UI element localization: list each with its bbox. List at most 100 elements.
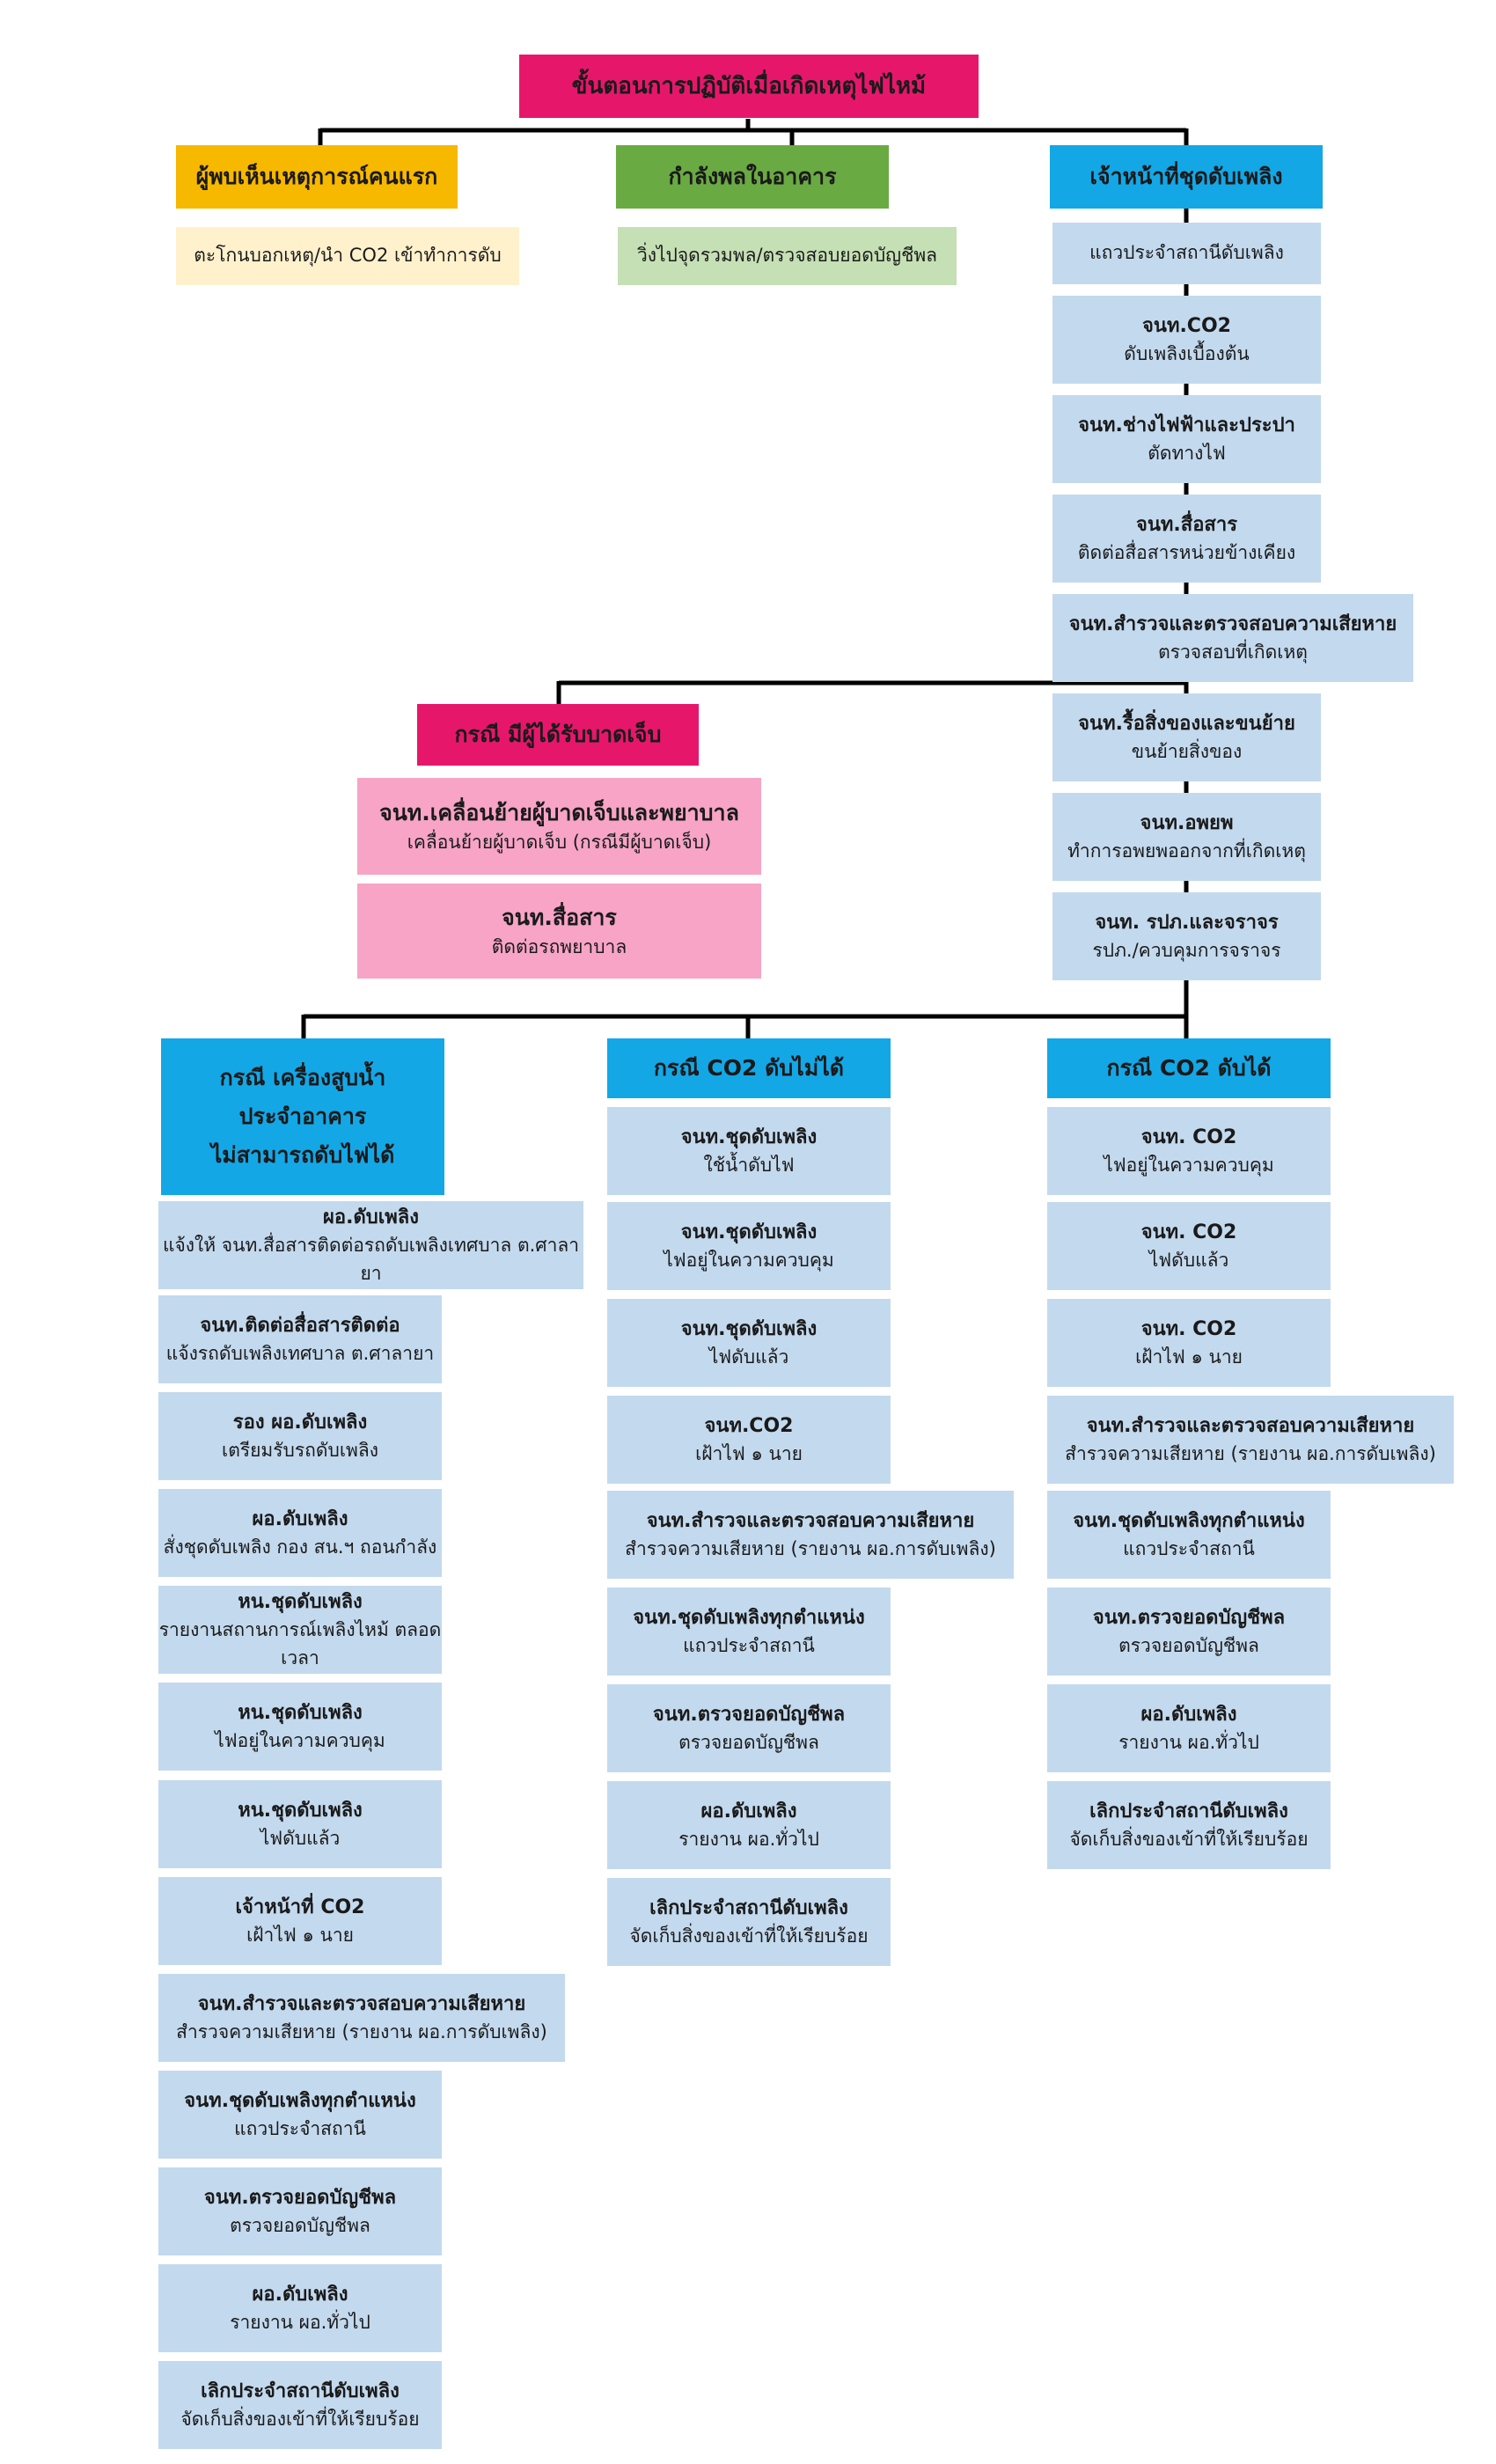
co2ok-step-desc: เฝ้าไฟ ๑ นาย: [1135, 1346, 1243, 1368]
pump-step-title: หน.ชุดดับเพลิง: [238, 1591, 363, 1613]
co2-fail-header: กรณี CO2 ดับไม่ได้: [607, 1038, 891, 1098]
pump-case-title-line-2: ประจำอาคาร: [238, 1104, 367, 1130]
injured-case-title: กรณี มีผู้ได้รับบาดเจ็บ: [454, 722, 662, 748]
co2fail-step-desc: ไฟดับแล้ว: [708, 1346, 789, 1368]
injured-case-header: กรณี มีผู้ได้รับบาดเจ็บ: [417, 704, 699, 766]
pump-step-title: จนท.ติดต่อสื่อสารติดต่อ: [200, 1314, 400, 1337]
pump-step-desc: แจ้งให้ จนท.สื่อสารติดต่อรถดับเพลิงเทศบา…: [162, 1235, 580, 1284]
pump-case-title-line-1: กรณี เครื่องสูบน้ำ: [219, 1065, 386, 1091]
building-force-title: กำลังพลในอาคาร: [668, 164, 837, 190]
fire-step-2: จนท.ช่างไฟฟ้าและประปาตัดทางไฟ: [1052, 395, 1321, 483]
fire-step-desc: ติดต่อสื่อสารหน่วยข้างเคียง: [1077, 541, 1296, 563]
first-finder-title: ผู้พบเห็นเหตุการณ์คนแรก: [195, 164, 438, 190]
co2ok-step-title: จนท.ชุดดับเพลิงทุกตำแหน่ง: [1073, 1509, 1305, 1532]
pump-step-title: จนท.สำรวจและตรวจสอบความเสียหาย: [197, 1992, 526, 2015]
injured-step-desc: เคลื่อนย้ายผู้บาดเจ็บ (กรณีมีผู้บาดเจ็บ): [407, 832, 712, 853]
injured-step-desc: ติดต่อรถพยาบาล: [491, 936, 627, 957]
co2fail-step-desc: ตรวจยอดบัญชีพล: [678, 1731, 819, 1753]
pump-step-7: หน.ชุดดับเพลิงไฟดับแล้ว: [158, 1780, 442, 1868]
fire-step-title: จนท.CO2: [1142, 314, 1231, 337]
pump-step-title: เจ้าหน้าที่ CO2: [235, 1896, 365, 1918]
pump-step-desc: ไฟอยู่ในความควบคุม: [215, 1729, 385, 1751]
injured-step-1: จนท.เคลื่อนย้ายผู้บาดเจ็บและพยาบาลเคลื่อ…: [357, 778, 761, 875]
fire-step-desc: ขนย้ายสิ่งของ: [1131, 740, 1243, 762]
co2fail-step-title: จนท.ตรวจยอดบัญชีพล: [652, 1703, 846, 1726]
pump-step-desc: แจ้งรถดับเพลิงเทศบาล ต.ศาลายา: [165, 1342, 435, 1364]
co2fail-step-9: เลิกประจำสถานีดับเพลิงจัดเก็บสิ่งของเข้า…: [607, 1878, 891, 1966]
co2fail-step-8: ผอ.ดับเพลิงรายงาน ผอ.ทั่วไป: [607, 1781, 891, 1869]
pump-step-12: ผอ.ดับเพลิงรายงาน ผอ.ทั่วไป: [158, 2264, 442, 2352]
pump-step-title: รอง ผอ.ดับเพลิง: [232, 1411, 368, 1434]
pump-step-title: หน.ชุดดับเพลิง: [238, 1799, 363, 1822]
pump-step-10: จนท.ชุดดับเพลิงทุกตำแหน่งแถวประจำสถานี: [158, 2071, 442, 2159]
fire-team-title: เจ้าหน้าที่ชุดดับเพลิง: [1089, 164, 1283, 190]
co2ok-step-desc: ไฟอยู่ในความควบคุม: [1104, 1154, 1274, 1176]
fire-step-title: จนท.ช่างไฟฟ้าและประปา: [1078, 414, 1295, 436]
building-force-header: กำลังพลในอาคาร: [616, 145, 889, 209]
building-force-action-text: วิ่งไปจุดรวมพล/ตรวจสอบยอดบัญชีพล: [636, 245, 938, 267]
co2ok-step-desc: ไฟดับแล้ว: [1148, 1249, 1229, 1271]
co2ok-step-title: จนท. CO2: [1140, 1126, 1237, 1148]
co2fail-step-title: จนท.สำรวจและตรวจสอบความเสียหาย: [646, 1509, 975, 1532]
co2ok-step-5: จนท.ชุดดับเพลิงทุกตำแหน่งแถวประจำสถานี: [1047, 1491, 1331, 1579]
pump-case-title-line-3: ไม่สามารถดับไฟได้: [210, 1141, 395, 1168]
pump-step-11: จนท.ตรวจยอดบัญชีพลตรวจยอดบัญชีพล: [158, 2167, 442, 2255]
pump-step-13: เลิกประจำสถานีดับเพลิงจัดเก็บสิ่งของเข้า…: [158, 2361, 442, 2449]
first-finder-action: ตะโกนบอกเหตุ/นำ CO2 เข้าทำการดับ: [176, 227, 519, 285]
co2ok-step-6: จนท.ตรวจยอดบัญชีพลตรวจยอดบัญชีพล: [1047, 1588, 1331, 1676]
diagram-title: ขั้นตอนการปฏิบัติเมื่อเกิดเหตุไฟไหม้: [519, 55, 979, 118]
pump-step-desc: ตรวจยอดบัญชีพล: [230, 2214, 370, 2236]
co2fail-step-title: จนท.CO2: [704, 1414, 794, 1437]
pump-step-desc: สั่งชุดดับเพลิง กอง สน.ฯ ถอนกำลัง: [163, 1536, 437, 1558]
co2ok-step-desc: แถวประจำสถานี: [1123, 1537, 1255, 1559]
co2ok-step-title: เลิกประจำสถานีดับเพลิง: [1089, 1800, 1288, 1822]
co2fail-step-desc: เฝ้าไฟ ๑ นาย: [695, 1442, 803, 1464]
fire-team-header: เจ้าหน้าที่ชุดดับเพลิง: [1050, 145, 1323, 209]
pump-step-title: ผอ.ดับเพลิง: [323, 1206, 419, 1228]
fire-step-title: จนท.สำรวจและตรวจสอบความเสียหาย: [1068, 612, 1397, 635]
injured-step-title: จนท.เคลื่อนย้ายผู้บาดเจ็บและพยาบาล: [379, 799, 739, 825]
co2fail-step-desc: จัดเก็บสิ่งของเข้าที่ให้เรียบร้อย: [629, 1925, 869, 1947]
fire-step-title: จนท.อพยพ: [1140, 811, 1234, 834]
co2ok-step-desc: สำรวจความเสียหาย (รายงาน ผอ.การดับเพลิง): [1065, 1442, 1436, 1464]
pump-step-8: เจ้าหน้าที่ CO2 เฝ้าไฟ ๑ นาย: [158, 1877, 442, 1965]
pump-step-desc: สำรวจความเสียหาย (รายงาน ผอ.การดับเพลิง): [176, 2020, 547, 2042]
fire-step-3: จนท.สื่อสารติดต่อสื่อสารหน่วยข้างเคียง: [1052, 495, 1321, 583]
pump-step-2: จนท.ติดต่อสื่อสารติดต่อแจ้งรถดับเพลิงเทศ…: [158, 1295, 442, 1383]
fire-step-title: จนท.สื่อสาร: [1135, 513, 1238, 536]
co2fail-step-3: จนท.ชุดดับเพลิงไฟดับแล้ว: [607, 1299, 891, 1387]
co2fail-step-title: จนท.ชุดดับเพลิง: [680, 1221, 818, 1243]
co2fail-step-4: จนท.CO2 เฝ้าไฟ ๑ นาย: [607, 1396, 891, 1484]
diagram-title-text: ขั้นตอนการปฏิบัติเมื่อเกิดเหตุไฟไหม้: [571, 72, 927, 99]
building-force-action: วิ่งไปจุดรวมพล/ตรวจสอบยอดบัญชีพล: [618, 227, 957, 285]
co2ok-step-7: ผอ.ดับเพลิงรายงาน ผอ.ทั่วไป: [1047, 1684, 1331, 1772]
co2ok-step-title: ผอ.ดับเพลิง: [1140, 1703, 1237, 1726]
pump-step-desc: แถวประจำสถานี: [234, 2117, 366, 2139]
pump-step-9: จนท.สำรวจและตรวจสอบความเสียหายสำรวจความเ…: [158, 1974, 565, 2062]
fire-team-line-up: แถวประจำสถานีดับเพลิง: [1052, 223, 1321, 284]
co2fail-step-2: จนท.ชุดดับเพลิงไฟอยู่ในความควบคุม: [607, 1202, 891, 1290]
co2-ok-header: กรณี CO2 ดับได้: [1047, 1038, 1331, 1098]
pump-step-desc: เฝ้าไฟ ๑ นาย: [246, 1924, 354, 1946]
pump-step-desc: รายงานสถานการณ์เพลิงไหม้ ตลอดเวลา: [158, 1619, 442, 1668]
fire-step-title: จนท. รปภ.และจราจร: [1095, 911, 1279, 934]
pump-step-title: หน.ชุดดับเพลิง: [238, 1701, 363, 1724]
co2fail-step-7: จนท.ตรวจยอดบัญชีพลตรวจยอดบัญชีพล: [607, 1684, 891, 1772]
co2fail-step-desc: แถวประจำสถานี: [683, 1634, 815, 1656]
injured-step-title: จนท.สื่อสาร: [502, 904, 617, 930]
co2fail-step-title: เลิกประจำสถานีดับเพลิง: [649, 1896, 848, 1919]
co2ok-step-title: จนท.ตรวจยอดบัญชีพล: [1092, 1606, 1286, 1629]
co2fail-step-desc: ใช้น้ำดับไฟ: [703, 1154, 795, 1176]
co2ok-step-1: จนท. CO2 ไฟอยู่ในความควบคุม: [1047, 1107, 1331, 1195]
co2fail-step-desc: สำรวจความเสียหาย (รายงาน ผอ.การดับเพลิง): [625, 1537, 996, 1559]
co2ok-step-4: จนท.สำรวจและตรวจสอบความเสียหายสำรวจความเ…: [1047, 1396, 1454, 1484]
fire-step-desc: ดับเพลิงเบื้องต้น: [1124, 342, 1250, 364]
pump-step-3: รอง ผอ.ดับเพลิงเตรียมรับรถดับเพลิง: [158, 1392, 442, 1480]
co2fail-step-5: จนท.สำรวจและตรวจสอบความเสียหายสำรวจความเ…: [607, 1491, 1014, 1579]
fire-step-desc: ทำการอพยพออกจากที่เกิดเหตุ: [1067, 840, 1306, 862]
co2fail-step-title: จนท.ชุดดับเพลิงทุกตำแหน่ง: [633, 1606, 865, 1629]
co2fail-step-title: จนท.ชุดดับเพลิง: [680, 1317, 818, 1340]
fire-step-desc: รปภ./ควบคุมการจราจร: [1092, 939, 1281, 961]
